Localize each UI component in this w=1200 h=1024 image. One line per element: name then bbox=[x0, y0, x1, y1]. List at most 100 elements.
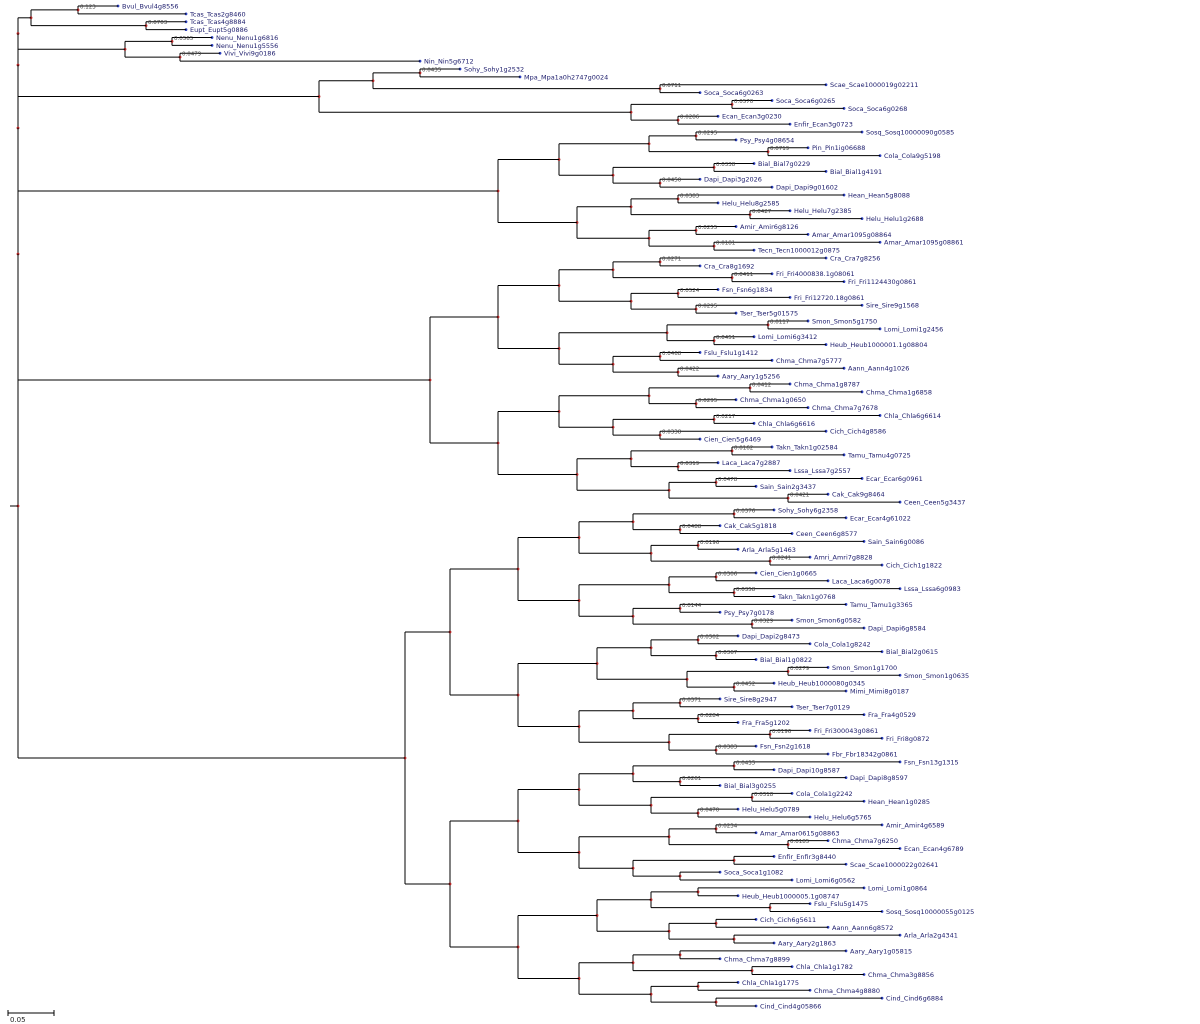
leaf-label: Ecan_Ecan3g0230 bbox=[722, 113, 782, 121]
support-value: 0.0162 bbox=[734, 445, 753, 451]
leaf-label: Helu_Helu8g2585 bbox=[722, 199, 780, 207]
leaf-label: Cola_Cola1g2242 bbox=[796, 790, 853, 798]
leaf-label: Dapi_Dapi3g2026 bbox=[704, 176, 762, 184]
support-value: 0.0284 bbox=[700, 713, 720, 719]
leaf-label: Hean_Hean5g8088 bbox=[848, 191, 910, 199]
support-value: 0.0286 bbox=[680, 115, 700, 121]
leaf-label: Dapi_Dapi8g8597 bbox=[850, 774, 908, 782]
leaf-label: Cien_Cien5g6469 bbox=[704, 436, 761, 444]
support-value: 0.0435 bbox=[736, 760, 756, 766]
leaf-label: Amir_Amir6g8126 bbox=[740, 223, 799, 231]
leaf-label: Fsn_Fsn2g1618 bbox=[760, 743, 811, 751]
leaf-label: Nin_Nin5g6712 bbox=[424, 58, 474, 66]
leaf-label: Amri_Amri7g8828 bbox=[814, 554, 873, 562]
leaf-label: Chma_Chma7g5777 bbox=[776, 357, 842, 365]
leaf-label: Cola_Cola1g8242 bbox=[814, 640, 871, 648]
leaf-label: Mimi_Mimi8g0187 bbox=[850, 688, 909, 696]
leaf-label: Fsn_Fsn13g1315 bbox=[904, 758, 959, 766]
leaf-label: Soca_Soca6g0268 bbox=[848, 105, 907, 113]
support-value: 0.123 bbox=[80, 4, 96, 10]
leaf-label: Aary_Aary2g1863 bbox=[778, 940, 836, 948]
leaf-label: Nenu_Nenu1g6816 bbox=[216, 34, 278, 42]
leaf-label: Dapi_Dapi9g01602 bbox=[776, 184, 838, 192]
leaf-label: Chla_Chla1g1782 bbox=[796, 963, 853, 971]
leaf-label: Smon_Smon1g0635 bbox=[904, 672, 969, 680]
leaf-label: Sain_Sain6g0086 bbox=[868, 538, 924, 546]
support-value: 0.0196 bbox=[700, 540, 720, 546]
support-value: 0.0367 bbox=[718, 650, 738, 656]
leaf-label: Amar_Amar1095g08861 bbox=[884, 239, 963, 247]
support-value: 0.0261 bbox=[682, 776, 701, 782]
support-value: 0.0234 bbox=[718, 823, 738, 829]
leaf-label: Ceen_Ceen6g8577 bbox=[796, 530, 857, 538]
leaf-label: Heub_Heub1000080g0345 bbox=[778, 680, 865, 688]
leaf-label: Sain_Sain2g3437 bbox=[760, 483, 816, 491]
leaf-label: Helu_Helu1g2688 bbox=[866, 215, 924, 223]
support-value: 0.0383 bbox=[680, 193, 700, 199]
leaf-label: Hean_Hean1g0285 bbox=[868, 798, 930, 806]
leaf-label: Lomi_Lomi1g2456 bbox=[884, 325, 943, 333]
leaf-label: Aann_Aann4g1026 bbox=[848, 365, 909, 373]
leaf-label: Amar_Amar0615g08863 bbox=[760, 829, 839, 837]
leaf-label: Scae_Scae1000022g02641 bbox=[850, 861, 938, 869]
leaf-label: Pin_Pin1ig06688 bbox=[812, 144, 865, 152]
leaf-label: Dapi_Dapi6g8584 bbox=[868, 625, 926, 633]
leaf-label: Chma_Chma7g8899 bbox=[724, 955, 790, 963]
support-value: 0.0295 bbox=[698, 398, 718, 404]
leaf-label: Helu_Helu5g0789 bbox=[742, 806, 800, 814]
leaf-label: Fri_Fri1124430g0861 bbox=[848, 278, 916, 286]
leaf-label: Sire_Sire9g1568 bbox=[866, 302, 919, 310]
support-value: 0.0452 bbox=[736, 682, 755, 688]
support-value: 0.0185 bbox=[790, 839, 810, 845]
leaf-label: Aary_Aary1g05815 bbox=[850, 947, 912, 955]
leaf-label: Tser_Tser5g01575 bbox=[739, 310, 798, 318]
leaf-label: Scae_Scae1000019g02211 bbox=[830, 81, 918, 89]
leaf-label: Arla_Arla2g4341 bbox=[904, 932, 958, 940]
support-value: 0.0412 bbox=[752, 382, 771, 388]
leaf-label: Lomi_Lomi6g0562 bbox=[796, 877, 855, 885]
leaf-label: Ecar_Ecar6g0961 bbox=[866, 475, 923, 483]
leaf-label: Dapi_Dapi2g8473 bbox=[742, 632, 800, 640]
leaf-label: Sosq_Sosq10000090g0585 bbox=[866, 128, 954, 136]
leaf-label: Tamu_Tamu1g3365 bbox=[849, 601, 913, 609]
leaf-label: Tcas_Tcas2g8460 bbox=[189, 10, 246, 18]
leaf-label: Fsn_Fsn6g1834 bbox=[722, 286, 773, 294]
leaf-label: Enfir_Enfir3g8440 bbox=[778, 853, 836, 861]
support-value: 0.0338 bbox=[662, 430, 682, 436]
support-value: 0.0376 bbox=[736, 508, 756, 514]
support-value: 0.0470 bbox=[700, 808, 720, 814]
leaf-label: Takn_Takn1g02584 bbox=[775, 443, 838, 451]
leaf-label: Tecn_Tecn1000012g0875 bbox=[757, 247, 840, 255]
support-value: 0.0306 bbox=[718, 571, 738, 577]
leaf-label: Fra_Fra5g1202 bbox=[742, 719, 790, 727]
leaf-label: Aann_Aann6g8572 bbox=[832, 924, 893, 932]
support-value: 0.0319 bbox=[680, 461, 700, 467]
leaf-label: Chma_Chma1g6858 bbox=[866, 388, 932, 396]
leaf-label: Helu_Helu7g2385 bbox=[794, 207, 852, 215]
leaf-label: Heub_Heub1000001.1g08804 bbox=[830, 341, 927, 349]
support-value: 0.0524 bbox=[680, 288, 700, 294]
leaf-label: Cich_Cich1g1822 bbox=[886, 562, 942, 570]
support-value: 0.0703 bbox=[148, 20, 168, 26]
leaf-label: Cind_Cind4g05866 bbox=[760, 1003, 821, 1011]
support-value: 0.0255 bbox=[698, 225, 718, 231]
support-value: 0.0450 bbox=[662, 178, 682, 184]
leaf-label: Helu_Helu6g5765 bbox=[814, 814, 872, 822]
support-value: 0.0451 bbox=[716, 335, 735, 341]
leaf-label: Laca_Laca7g2887 bbox=[722, 459, 780, 467]
leaf-label: Lssa_Lssa6g0983 bbox=[904, 585, 961, 593]
leaf-label: Bial_Bial2g0615 bbox=[886, 648, 938, 656]
leaf-label: Eupt_Eupt5g0886 bbox=[190, 26, 248, 34]
support-value: 0.0422 bbox=[680, 367, 699, 373]
leaf-label: Chma_Chma1g8787 bbox=[794, 380, 860, 388]
leaf-label: Chla_Chla6g6614 bbox=[884, 412, 941, 420]
support-value: 0.0479 bbox=[182, 52, 202, 58]
leaf-label: Bial_Bial3g0255 bbox=[724, 782, 776, 790]
support-value: 0.0468 bbox=[662, 351, 682, 357]
leaf-label: Chma_Chma3g8856 bbox=[868, 971, 934, 979]
support-value: 0.0241 bbox=[772, 556, 791, 562]
leaf-label: Fri_Fri12720.18g0861 bbox=[794, 294, 864, 302]
leaf-label: Lomi_Lomi6g3412 bbox=[758, 333, 817, 341]
leaf-label: Cich_Cich6g5611 bbox=[760, 916, 816, 924]
leaf-label: Enfir_Ecan3g0723 bbox=[794, 121, 853, 129]
